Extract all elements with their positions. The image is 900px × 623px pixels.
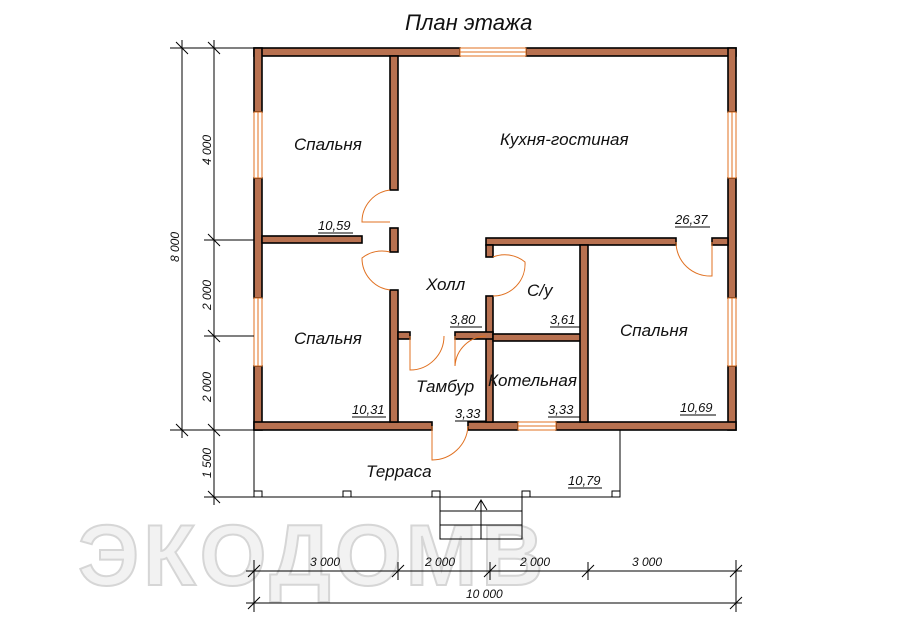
room-area: 3,61 (550, 312, 575, 327)
room-name: Кухня-гостиная (500, 130, 629, 149)
room-area: 10,69 (680, 400, 713, 415)
dim-bottom-total: 10 000 (466, 587, 503, 601)
room-area: 3,33 (548, 402, 574, 417)
room-area: 3,80 (450, 312, 476, 327)
dim-left-total: 8 000 (168, 232, 182, 262)
room-name: Терраса (366, 462, 432, 481)
room-area: 3,33 (455, 406, 481, 421)
left-dimensions: 4 000 2 000 2 000 1 500 8 000 (168, 40, 254, 505)
bottom-dimensions: 3 000 2 000 2 000 3 000 10 000 (246, 555, 743, 612)
dim-left-1: 4 000 (200, 135, 214, 165)
room-area: 10,59 (318, 218, 351, 233)
room-name: Спальня (620, 321, 688, 340)
dim-bottom-2: 2 000 (424, 555, 455, 569)
room-name: Спальня (294, 329, 362, 348)
dim-bottom-3: 2 000 (519, 555, 550, 569)
room-name: Холл (425, 275, 466, 294)
room-name: Тамбур (416, 377, 474, 396)
watermark: ЭКОДОМВ (78, 508, 547, 604)
door-swings (361, 189, 713, 461)
interior-walls (261, 55, 729, 423)
dim-left-2: 2 000 (200, 280, 214, 311)
windows (253, 47, 737, 431)
dim-bottom-4: 3 000 (632, 555, 662, 569)
dim-bottom-1: 3 000 (310, 555, 340, 569)
room-name: Спальня (294, 135, 362, 154)
stairs (439, 496, 523, 540)
plan-title: План этажа (405, 10, 532, 35)
dim-left-3: 2 000 (200, 372, 214, 403)
room-name: Котельная (488, 371, 577, 390)
room-labels: Спальня 10,59 Кухня-гостиная 26,37 Холл … (294, 130, 716, 489)
room-name: С/у (527, 281, 554, 300)
room-area: 26,37 (674, 212, 708, 227)
dim-left-4: 1 500 (200, 448, 214, 478)
room-area: 10,31 (352, 402, 385, 417)
room-area: 10,79 (568, 473, 601, 488)
terrace (253, 430, 621, 498)
